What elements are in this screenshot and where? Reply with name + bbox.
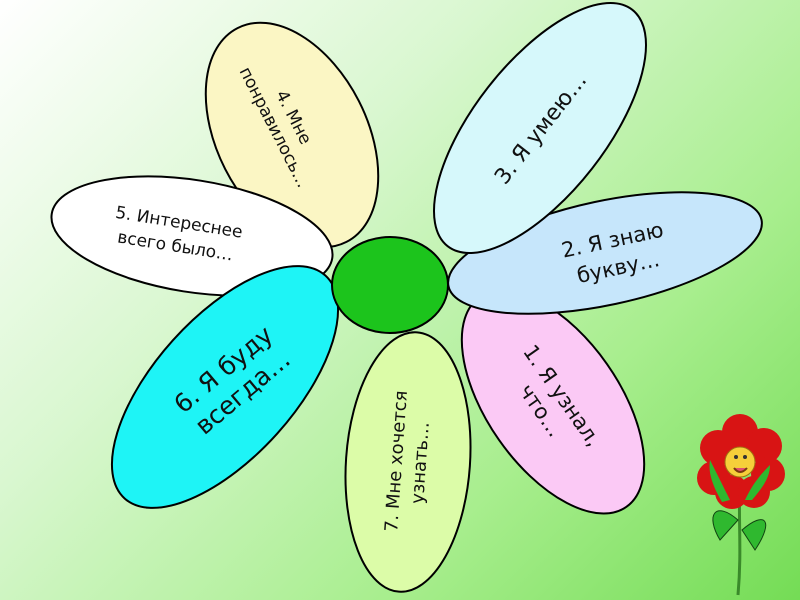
petal-1: 1. Я узнал, что… bbox=[460, 289, 646, 515]
petal-5: 5. Интереснее всего было… bbox=[50, 175, 334, 297]
flower-center bbox=[331, 236, 449, 334]
petal-7: 7. Мне хочется узнать… bbox=[344, 331, 472, 593]
petal-6: 6. Я буду всегда… bbox=[110, 265, 340, 509]
smiling-red-flower-icon bbox=[697, 414, 785, 596]
petal-3: 3. Я умею… bbox=[433, 2, 647, 254]
